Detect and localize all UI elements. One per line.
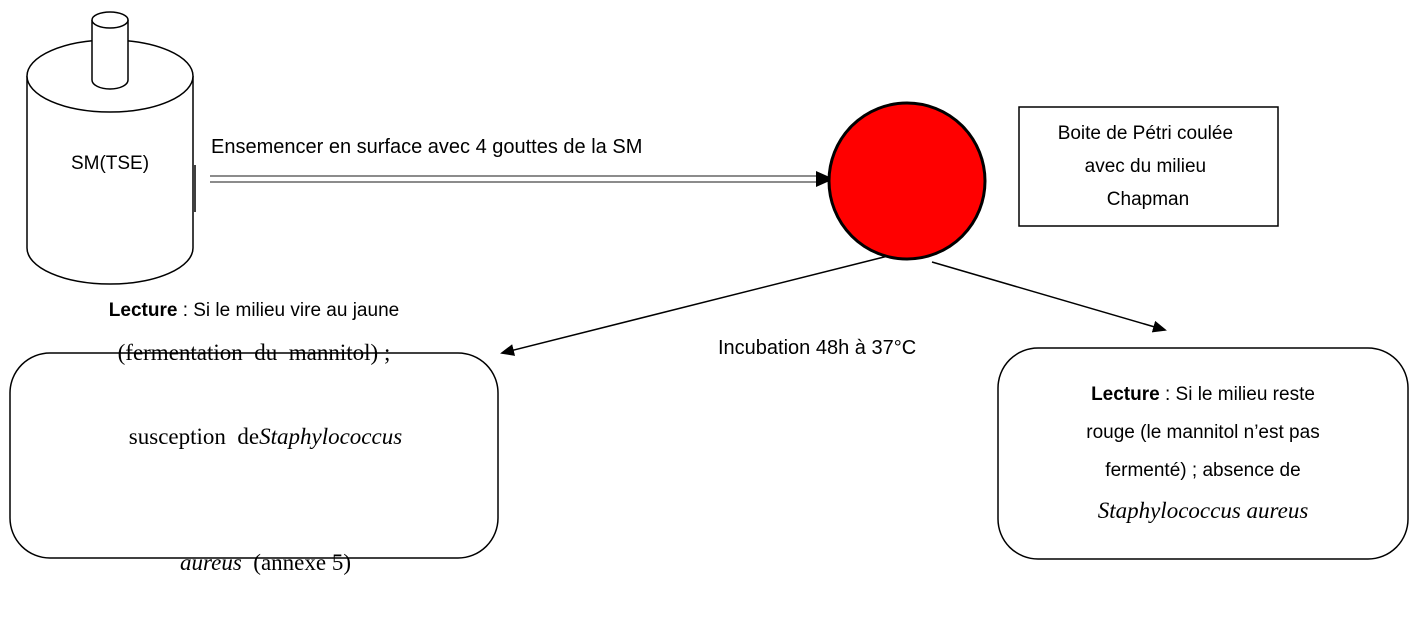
right-result-line1: : Si le milieu reste	[1159, 384, 1315, 405]
inoculation-arrow	[210, 171, 834, 187]
petri-dish	[827, 101, 987, 261]
right-result-box	[997, 347, 1409, 560]
petri-description-box	[1018, 106, 1279, 227]
left-result-species: Staphylococcus	[259, 424, 403, 449]
arrow-to-right-result	[931, 261, 1167, 333]
incubation-label: Incubation 48h à 37°C	[718, 337, 916, 359]
inoculation-label: Ensemencer en surface avec 4 gouttes de …	[211, 136, 642, 158]
right-result-line3: fermenté) ; absence de	[1105, 460, 1301, 481]
left-result-species-2: aureus	[180, 550, 242, 575]
left-result-text: Lecture : Si le milieu vire au jaune (fe…	[10, 300, 498, 575]
right-result-text: Lecture : Si le milieu reste rouge (le m…	[998, 364, 1408, 544]
petri-description-text: Boite de Pétri coulée avec du milieu Cha…	[1058, 123, 1239, 210]
petri-line: avec du milieu	[1085, 156, 1206, 177]
left-result-line1: : Si le milieu vire au jaune	[177, 300, 400, 321]
arrow-to-left-result	[500, 255, 889, 356]
right-result-species: Staphylococcus aureus	[1097, 498, 1309, 523]
left-result-box	[9, 352, 499, 559]
container-label: SM(TSE)	[71, 153, 149, 174]
petri-line: Boite de Pétri coulée	[1058, 123, 1233, 144]
right-result-bold: Lecture	[1091, 384, 1160, 405]
flow-diagram: SM(TSE) Ensemencer en surface avec 4 gou…	[9, 11, 1409, 560]
left-result-annex: (annexe 5)	[241, 550, 351, 575]
right-result-line2: rouge (le mannitol n’est pas	[1086, 422, 1320, 443]
left-result-line3: susception de	[128, 424, 260, 449]
left-result-line2: (fermentation du mannitol) ;	[117, 340, 391, 365]
petri-line: Chapman	[1107, 189, 1189, 210]
sample-container: SM(TSE)	[26, 11, 194, 285]
left-result-bold: Lecture	[108, 300, 178, 321]
